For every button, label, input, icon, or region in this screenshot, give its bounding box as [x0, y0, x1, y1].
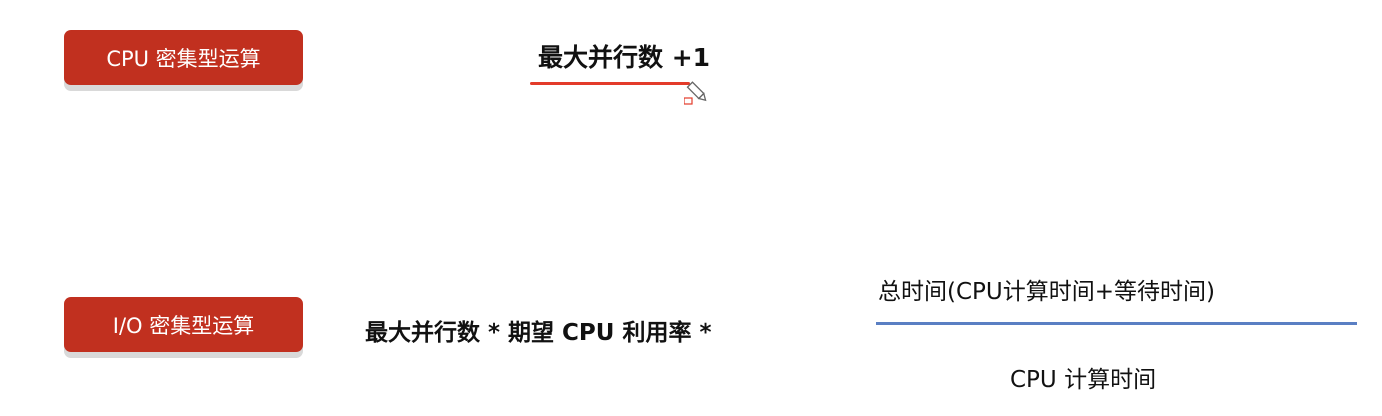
- annotation-underline: [530, 82, 690, 85]
- io-intensive-label: I/O 密集型运算: [64, 297, 303, 352]
- cpu-intensive-label: CPU 密集型运算: [64, 30, 303, 85]
- fraction-line: [876, 322, 1357, 325]
- cpu-formula: 最大并行数 +1: [538, 43, 711, 72]
- fraction-denominator: CPU 计算时间: [1010, 367, 1157, 393]
- io-formula: 最大并行数 * 期望 CPU 利用率 *: [365, 320, 712, 346]
- fraction-numerator: 总时间(CPU计算时间+等待时间): [878, 279, 1215, 305]
- pencil-cursor-icon: [683, 80, 710, 114]
